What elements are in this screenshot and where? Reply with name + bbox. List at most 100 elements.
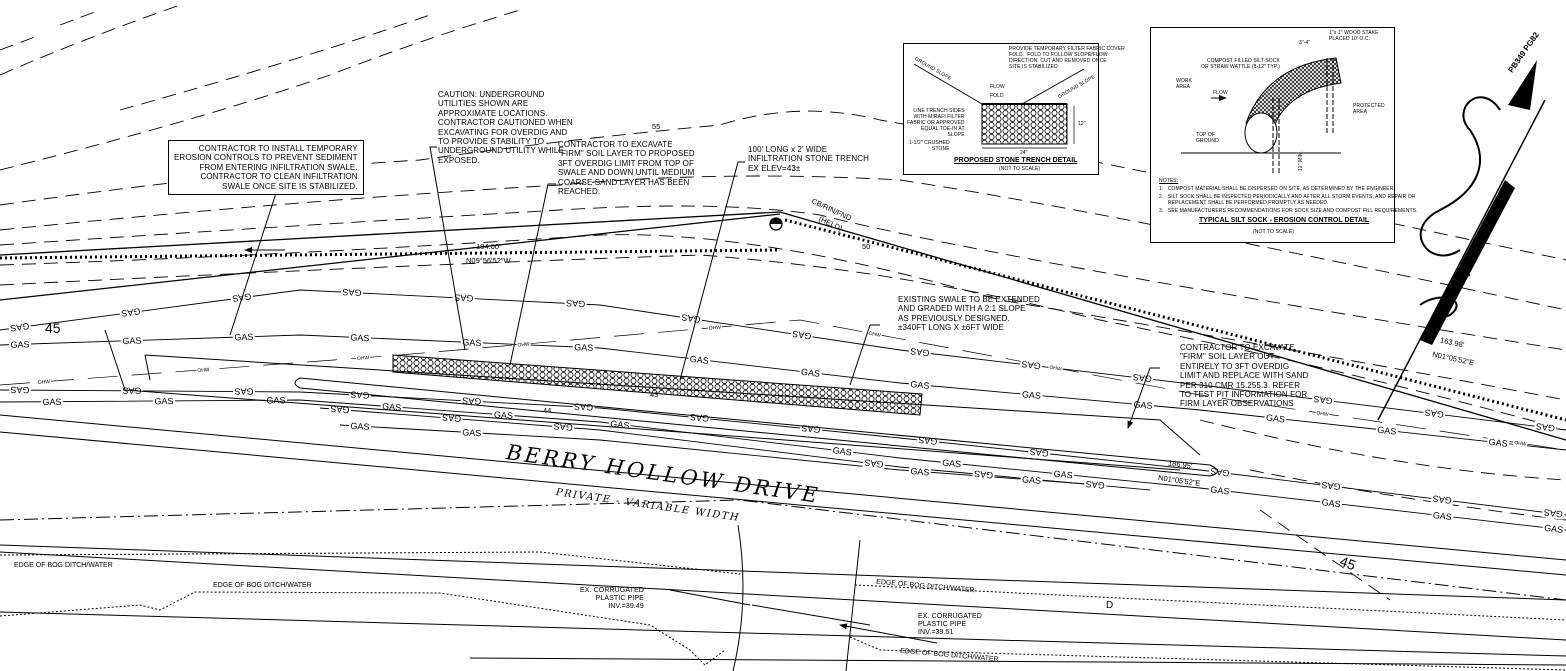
gas-line-label: GAS <box>1544 523 1564 535</box>
caution-utilities-note: CAUTION: UNDERGROUND UTILITIES SHOWN ARE… <box>438 90 573 165</box>
ohw-label: OHW <box>517 341 530 348</box>
gas-line-label: GAS <box>1424 407 1444 419</box>
gas-line-label: GAS <box>350 389 370 400</box>
gas-line-label: GAS <box>10 321 30 333</box>
width-dimension: 24" <box>1020 150 1028 156</box>
property-line <box>0 213 781 301</box>
infiltration-stone-trench <box>392 354 923 416</box>
contour-line <box>0 9 101 51</box>
contour-line <box>119 14 431 111</box>
swale-outline <box>294 377 1218 477</box>
flow-label: FLOW <box>990 84 1005 90</box>
gas-line-label: GAS <box>832 445 852 457</box>
road-edge <box>0 414 1566 561</box>
contour-label: 44 <box>543 406 552 415</box>
detail-title: PROPOSED STONE TRENCH DETAIL <box>954 157 1078 164</box>
gas-line-label: GAS <box>121 306 141 318</box>
gas-line-label: GAS <box>462 427 482 438</box>
silt-sock-label: COMPOST FILLED SILT SOCK OR STRAW WATTLE… <box>1201 58 1280 70</box>
gas-line-label: GAS <box>266 395 285 405</box>
detail-note: 3. SEE MANUFACTURERS RECOMMENDATIONS FOR… <box>1159 208 1418 214</box>
stone-trench-detail: PROVIDE TEMPORARY FILTER FABRIC COVER FO… <box>903 43 1125 175</box>
wood-stake-label: 1"x 1" WOOD STAKE PLACED 10' O.C. <box>1329 30 1379 42</box>
top-of-ground-label: TOP OF GROUND <box>1196 132 1219 144</box>
north-arrow-icon <box>1377 60 1546 421</box>
gas-line-label: GAS <box>910 346 930 358</box>
tree-line <box>0 218 1566 422</box>
detail-subtitle: (NOT TO SCALE) <box>1253 229 1295 235</box>
gas-line-label: GAS <box>1022 474 1042 485</box>
ohw-label: OHW <box>868 331 881 339</box>
pipe-left-note: EX. CORRUGATED PLASTIC PIPE INV.=39.49 <box>580 587 644 610</box>
gas-line-label: GAS <box>1021 359 1041 371</box>
road-edge <box>0 431 1566 576</box>
existing-swale-note: EXISTING SWALE TO BE EXTENDED AND GRADED… <box>898 295 1040 333</box>
ohw-label: OHW <box>1049 365 1062 373</box>
detail-note: 1. COMPOST MATERIAL SHALL BE DISPERSED O… <box>1159 186 1395 192</box>
protected-area-label: PROTECTED AREA <box>1353 103 1385 115</box>
swale-outline <box>144 354 1201 456</box>
gas-line-label: GAS <box>154 396 173 406</box>
detail-subtitle: (NOT TO SCALE) <box>999 166 1041 172</box>
gas-line-label: GAS <box>1432 510 1452 522</box>
gas-line-label: GAS <box>1053 469 1073 481</box>
gas-line-label: GAS <box>454 292 473 303</box>
contour-line <box>1199 419 1566 481</box>
gas-line-label: GAS <box>234 332 253 343</box>
filter-fabric-note: PROVIDE TEMPORARY FILTER FABRIC COVER FO… <box>1009 46 1125 70</box>
gas-line-label: GAS <box>1132 372 1152 384</box>
gas-line-label: GAS <box>974 469 994 481</box>
gas-line-label: GAS <box>1543 507 1563 519</box>
gas-line-label: GAS <box>1210 484 1230 496</box>
contour-line <box>0 9 521 171</box>
gas-line-label: GAS <box>574 342 593 353</box>
excavate-entire-note: CONTRACTOR TO EXCAVATE "FIRM" SOIL LAYER… <box>1180 343 1309 409</box>
flow-label: FLOW <box>1213 90 1228 96</box>
gas-line-label: GAS <box>1029 447 1049 459</box>
detail-note: 2. SILT SOCK SHALL BE INSPECTED PERIODIC… <box>1159 194 1416 206</box>
gas-line-label: GAS <box>801 367 821 379</box>
distance-label: 184.00' <box>476 242 501 251</box>
gas-line-label: GAS <box>1488 437 1508 449</box>
infiltration-trench-note: 100' LONG x 2' WIDE INFILTRATION STONE T… <box>748 145 870 173</box>
contour-line <box>1259 509 1391 601</box>
gas-line-label: GAS <box>234 386 253 396</box>
crushed-stone-label: 1-1/2" CRUSHED STONE <box>909 140 950 152</box>
gas-line-label: GAS <box>462 337 481 348</box>
gas-line-label: GAS <box>1377 425 1397 437</box>
culvert-pipe <box>732 524 861 671</box>
contour-label: 55 <box>652 122 661 131</box>
gas-line-label: GAS <box>10 339 29 350</box>
work-area-label: WORK AREA <box>1176 78 1192 90</box>
contour-line <box>0 205 1566 351</box>
contour-line <box>0 234 1566 401</box>
gas-line-label: GAS <box>1321 497 1341 509</box>
drain-manhole-label: D <box>1106 600 1114 611</box>
gas-line-label: GAS <box>442 412 462 423</box>
gas-line-label: GAS <box>462 395 482 406</box>
gas-line <box>0 289 1566 431</box>
bearing-label: N09°56'52"W <box>466 256 511 265</box>
gas-line-label: GAS <box>1535 421 1555 433</box>
gas-line-label: GAS <box>342 287 361 298</box>
gas-line-label: GAS <box>689 354 709 366</box>
ohw-label: OHW <box>709 325 722 332</box>
gas-line-label: GAS <box>1432 493 1452 505</box>
silt-sock-illustration <box>1181 57 1342 173</box>
ditch-edge-label: EDGE OF BOG DITCH/WATER <box>213 582 312 589</box>
property-line <box>0 211 1566 441</box>
gas-line-label: GAS <box>610 419 630 431</box>
gas-line-label: GAS <box>122 336 141 347</box>
contour-label: 45 <box>45 320 61 336</box>
gas-line-label: GAS <box>1266 412 1286 424</box>
pipe-right-note: EX. CORRUGATED PLASTIC PIPE INV.=39.51 <box>918 613 982 636</box>
gas-line-label: GAS <box>566 298 585 309</box>
gas-line-label: GAS <box>1133 399 1153 411</box>
gas-line-label: GAS <box>910 466 930 477</box>
gas-line-label: GAS <box>1085 479 1105 491</box>
contour-label: 50 <box>862 242 871 251</box>
ditch-edge-label: EDGE OF BOG DITCH/WATER <box>14 562 113 569</box>
bog-ditch-edge <box>0 551 741 666</box>
